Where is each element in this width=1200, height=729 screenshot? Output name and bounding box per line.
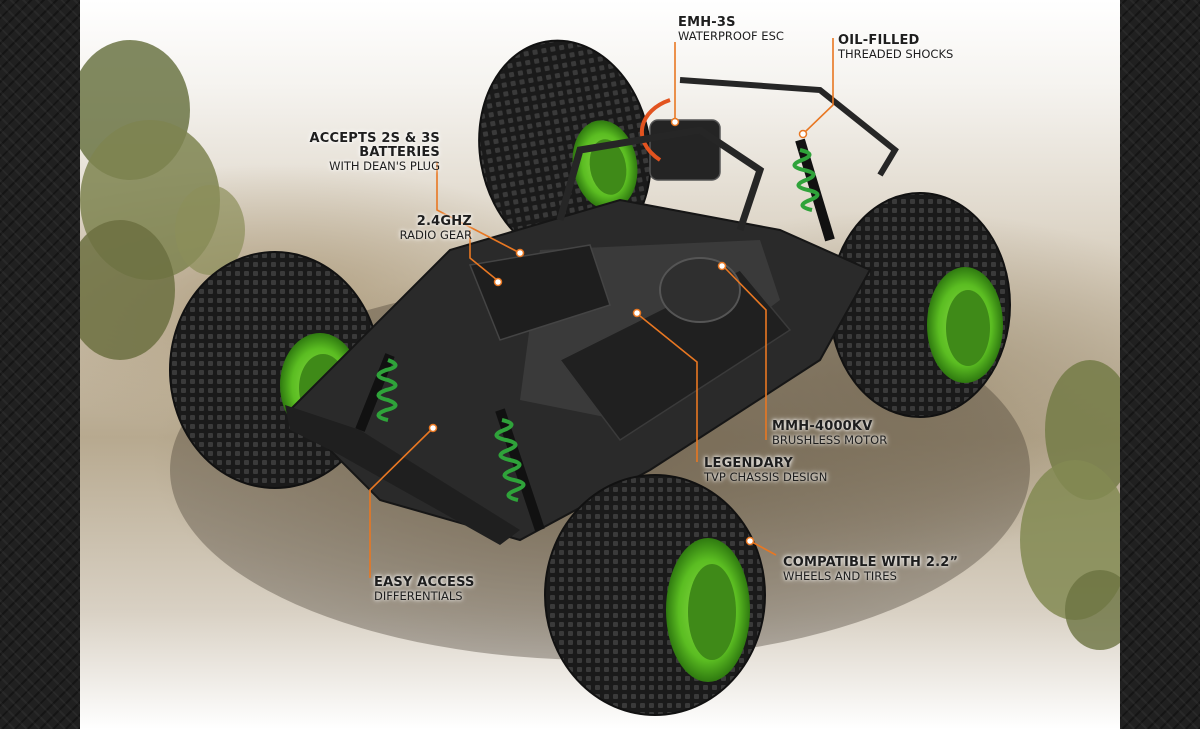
leader-shocks — [804, 38, 834, 133]
rc-truck-illustration — [80, 38, 1120, 716]
leader-radio — [469, 230, 498, 281]
front-shock-left — [355, 353, 398, 432]
callout-wheels: COMPATIBLE WITH 2.2” WHEELS AND TIRES — [783, 555, 959, 584]
callout-batteries: ACCEPTS 2S & 3S BATTERIES WITH DEAN'S PL… — [280, 131, 440, 174]
leader-wheels — [751, 541, 777, 556]
callout-shocks: OIL-FILLED THREADED SHOCKS — [838, 33, 954, 62]
callout-motor: MMH-4000KV BRUSHLESS MOTOR — [772, 419, 888, 448]
back-right-wheel — [829, 192, 1011, 418]
callout-motor-subtitle: BRUSHLESS MOTOR — [772, 433, 888, 448]
callout-wheels-title: COMPATIBLE WITH 2.2” — [783, 555, 959, 570]
callout-dots — [428, 117, 808, 546]
callout-wheels-subtitle: WHEELS AND TIRES — [783, 569, 897, 584]
callout-chassis: LEGENDARY TVP CHASSIS DESIGN — [704, 456, 828, 485]
callout-diffs-title: EASY ACCESS — [374, 575, 475, 590]
callout-leader-lines — [369, 38, 834, 578]
right-border-pattern — [1120, 0, 1200, 729]
callout-chassis-title: LEGENDARY — [704, 456, 793, 471]
callout-esc-subtitle: WATERPROOF ESC — [678, 29, 784, 44]
front-right-wheel — [544, 474, 766, 716]
front-shock-right — [494, 408, 545, 532]
callout-diffs: EASY ACCESS DIFFERENTIALS — [374, 575, 475, 604]
left-border-pattern — [0, 0, 80, 729]
callout-batteries-title-line1: ACCEPTS 2S & 3S — [309, 131, 440, 146]
chassis — [285, 77, 899, 545]
callout-radio-title: 2.4GHZ — [416, 214, 472, 229]
leader-diffs — [369, 429, 432, 578]
product-image: EMH-3S WATERPROOF ESC OIL-FILLED THREADE… — [80, 0, 1120, 729]
right-bush — [1020, 360, 1120, 650]
callout-radio: 2.4GHZ RADIO GEAR — [360, 214, 472, 243]
callout-motor-title: MMH-4000KV — [772, 419, 873, 434]
callout-esc: EMH-3S WATERPROOF ESC — [678, 15, 784, 44]
callout-shocks-title: OIL-FILLED — [838, 33, 920, 48]
callout-batteries-title-line2: BATTERIES — [359, 145, 440, 161]
callout-diffs-subtitle: DIFFERENTIALS — [374, 589, 463, 604]
callout-chassis-subtitle: TVP CHASSIS DESIGN — [704, 470, 828, 485]
callout-esc-title: EMH-3S — [678, 15, 736, 30]
callout-batteries-subtitle: WITH DEAN'S PLUG — [329, 159, 440, 174]
leader-batteries — [436, 162, 519, 253]
leader-motor — [724, 267, 767, 440]
callout-radio-subtitle: RADIO GEAR — [399, 228, 472, 243]
callout-shocks-subtitle: THREADED SHOCKS — [838, 47, 954, 62]
left-bush — [80, 40, 245, 360]
rear-shock — [792, 138, 835, 242]
leader-chassis — [639, 315, 698, 462]
